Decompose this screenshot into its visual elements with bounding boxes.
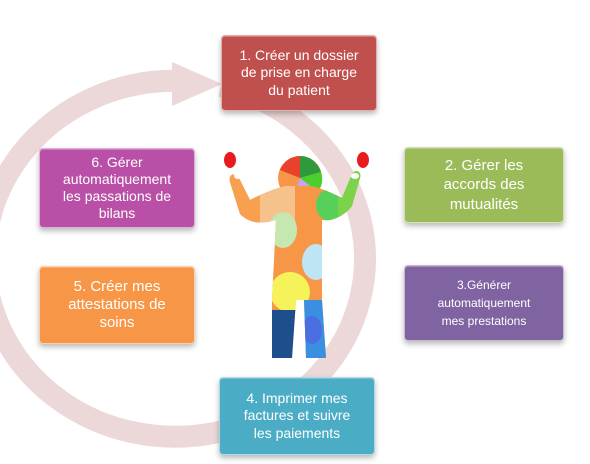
step-5-box: 5. Créer mes attestations de soins bbox=[39, 266, 195, 344]
step-6-box: 6. Gérer automatiquement les passations … bbox=[39, 148, 195, 228]
step-1-box: 1. Créer un dossier de prise en charge d… bbox=[221, 35, 377, 111]
step-6-label: 6. Gérer automatiquement les passations … bbox=[62, 153, 172, 222]
step-3-box: 3.Générer automatiquement mes prestation… bbox=[404, 265, 564, 341]
step-1-label: 1. Créer un dossier de prise en charge d… bbox=[239, 47, 359, 98]
step-3-label: 3.Générer automatiquement mes prestation… bbox=[437, 278, 531, 328]
step-5-label: 5. Créer mes attestations de soins bbox=[68, 277, 166, 332]
step-4-box: 4. Imprimer mes factures et suivre les p… bbox=[219, 377, 375, 455]
step-2-label: 2. Gérer les accords des mutualités bbox=[443, 156, 525, 213]
cycle-arrowhead-icon bbox=[172, 62, 222, 106]
step-2-box: 2. Gérer les accords des mutualités bbox=[404, 147, 564, 223]
step-4-label: 4. Imprimer mes factures et suivre les p… bbox=[243, 390, 351, 441]
